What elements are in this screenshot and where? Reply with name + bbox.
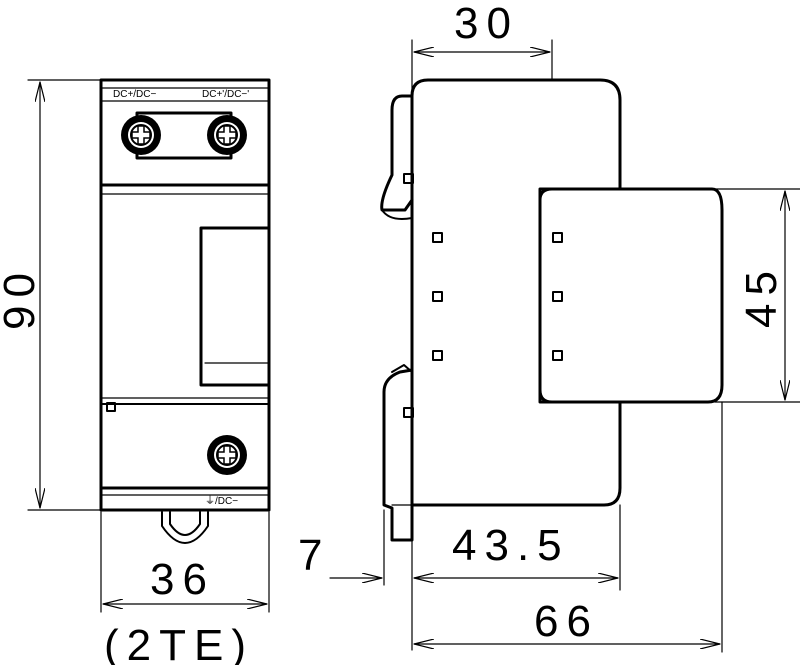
front-view: DC+/DC− DC+'/DC−' ⏚/DC− (99, 78, 271, 544)
screw-terminal-bottom-icon (206, 434, 248, 476)
indicator-window (199, 226, 271, 387)
dim-rail-to-cover-label: 43.5 (452, 521, 570, 570)
screw-terminal-right-icon (206, 114, 248, 156)
din-clip (161, 511, 209, 544)
cover-outline (538, 187, 724, 404)
dim-rail-offset-label: 7 (298, 531, 330, 580)
side-view (380, 78, 724, 542)
dim-width-units-label: (2TE) (104, 621, 254, 665)
terminal-label-right: DC+'/DC−' (202, 89, 249, 100)
dimension-lines (27, 39, 800, 653)
side-body-outline (410, 78, 622, 507)
dim-height-label: 90 (0, 265, 44, 330)
din-latch-top (380, 94, 414, 212)
dim-total-depth-label: 66 (534, 597, 599, 646)
dim-depth-top-label: 30 (454, 0, 519, 48)
terminal-label-bottom: ⏚/DC− (205, 495, 238, 507)
dim-width-label: 36 (150, 555, 215, 604)
screw-terminal-left-icon (120, 114, 162, 156)
terminal-label-left: DC+/DC− (113, 89, 157, 100)
din-latch-bottom (382, 368, 414, 542)
dim-cover-height-label: 45 (737, 263, 786, 328)
